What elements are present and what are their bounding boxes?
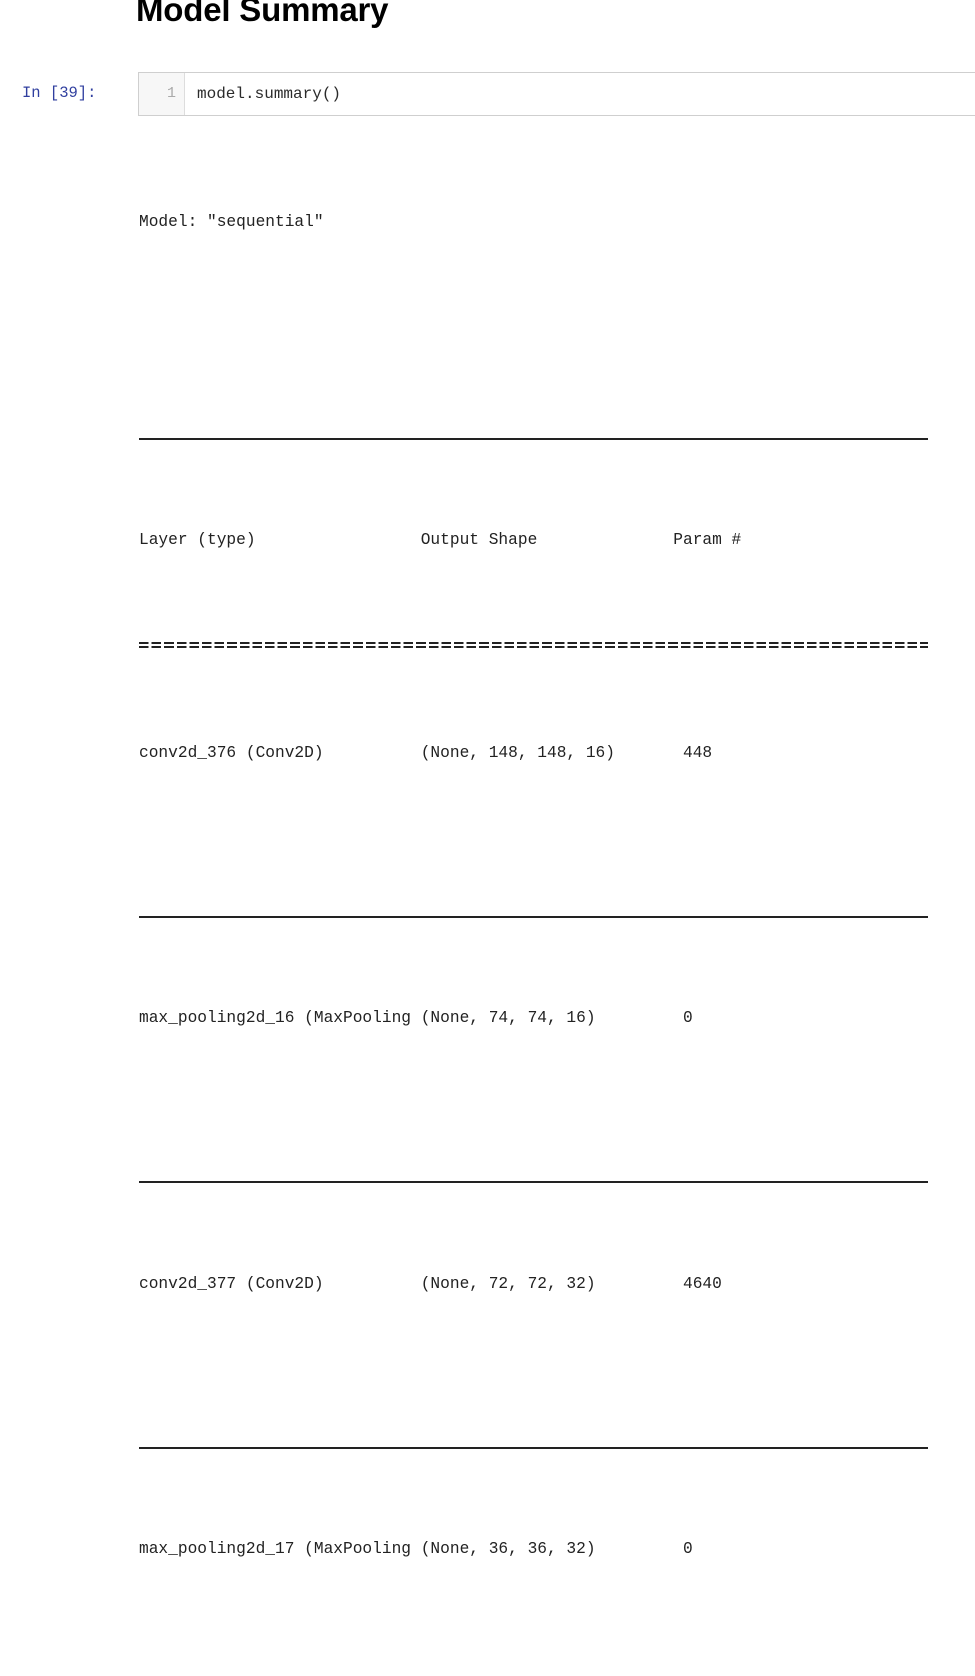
output-row-conv2d_376: conv2d_376 (Conv2D) (None, 148, 148, 16)… [139, 743, 781, 762]
output-rule-underscore-top [139, 421, 939, 448]
output-blank-line-1 [139, 315, 939, 342]
page-title: Model Summary [136, 0, 389, 28]
output-row-gap-1 [139, 1085, 939, 1112]
code-input[interactable]: model.summary() [197, 85, 342, 103]
line-number: 1 [166, 85, 176, 102]
line-number-gutter: 1 [139, 73, 185, 115]
output-model-name: Model: "sequential" [139, 212, 324, 231]
output-column-headers: Layer (type) Output Shape Param # [139, 531, 771, 550]
output-rule-2 [139, 1430, 939, 1457]
output-row-gap-3 [139, 1616, 939, 1643]
output-row-max_pooling2d_16: max_pooling2d_16 (MaxPooling (None, 74, … [139, 1009, 781, 1028]
output-row-gap-2 [139, 1350, 939, 1377]
execution-count-prompt: In [39]: [22, 84, 97, 102]
output-row-gap-0 [139, 819, 939, 846]
output-rule-equals-top [139, 633, 939, 660]
output-rule-1 [139, 1164, 939, 1191]
cell-output: Model: "sequential" Layer (type) Output … [139, 129, 939, 1676]
code-cell: In [39]: 1 model.summary() [0, 72, 975, 116]
output-row-conv2d_377: conv2d_377 (Conv2D) (None, 72, 72, 32) 4… [139, 1274, 781, 1293]
output-rule-0 [139, 899, 939, 926]
code-input-area[interactable]: 1 model.summary() [138, 72, 975, 116]
output-row-max_pooling2d_17: max_pooling2d_17 (MaxPooling (None, 36, … [139, 1539, 781, 1558]
